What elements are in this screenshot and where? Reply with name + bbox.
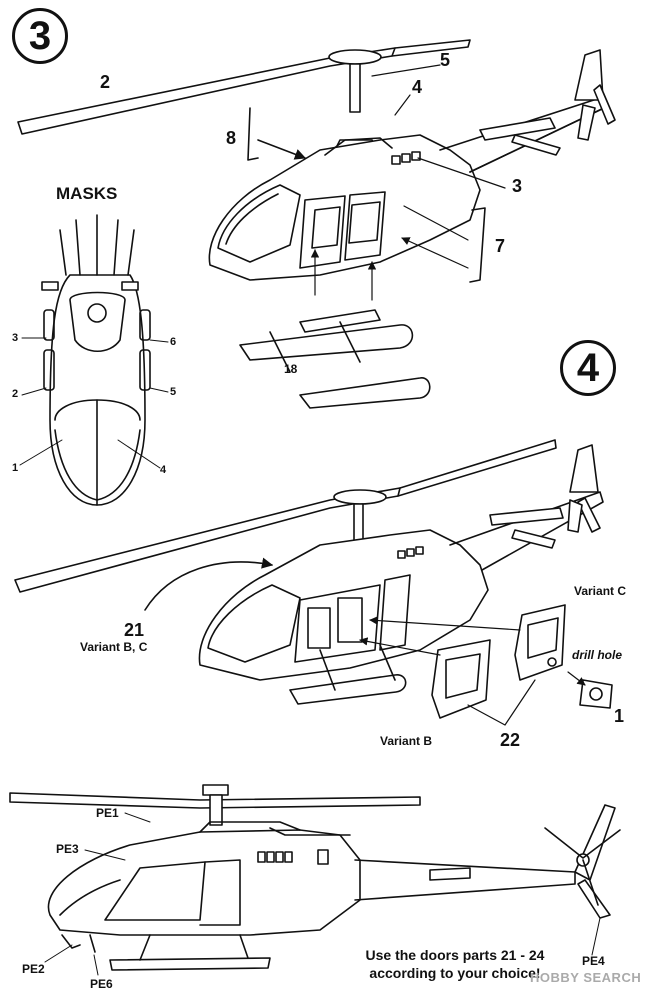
- side-view-helicopter: [9, 784, 621, 976]
- mask-label-5: 5: [170, 386, 177, 398]
- step3-helicopter: [17, 39, 616, 409]
- mask-label-6: 6: [170, 336, 177, 348]
- part-5-label: 5: [440, 50, 451, 70]
- part-4-label: 4: [412, 77, 423, 97]
- mask-label-3: 3: [12, 332, 19, 344]
- part-1-label: 1: [614, 706, 625, 726]
- part-2-label: 2: [100, 72, 111, 92]
- part-22-label: 22: [500, 730, 521, 750]
- pe3-label: PE3: [56, 842, 79, 856]
- pe6-label: PE6: [90, 977, 113, 991]
- drill-hole-label: drill hole: [572, 648, 623, 662]
- variant-c-label: Variant C: [574, 584, 627, 598]
- watermark: HOBBY SEARCH: [530, 970, 642, 985]
- part-18-label: 18: [284, 362, 298, 376]
- note-line-2: according to your choice!: [369, 965, 541, 981]
- step-3-badge: 3: [12, 8, 68, 64]
- masks-top-view: [19, 214, 169, 506]
- pe4-label: PE4: [582, 954, 605, 968]
- part-8-label: 8: [226, 128, 237, 148]
- door-choice-note: Use the doors parts 21 - 24 according to…: [340, 946, 570, 982]
- mask-label-2: 2: [12, 388, 19, 400]
- masks-title: MASKS: [56, 184, 118, 203]
- part-21-variants-label: Variant B, C: [80, 640, 148, 654]
- part-3-label: 3: [512, 176, 523, 196]
- step-4-badge: 4: [560, 340, 616, 396]
- note-line-1: Use the doors parts 21 - 24: [365, 947, 545, 963]
- part-21-label: 21: [124, 620, 145, 640]
- pe2-label: PE2: [22, 962, 45, 976]
- mask-label-1: 1: [12, 462, 19, 474]
- part-7-label: 7: [495, 236, 506, 256]
- variant-b-label: Variant B: [380, 734, 433, 748]
- mask-label-4: 4: [160, 464, 167, 476]
- step4-helicopter: [14, 439, 613, 726]
- pe1-label: PE1: [96, 806, 119, 820]
